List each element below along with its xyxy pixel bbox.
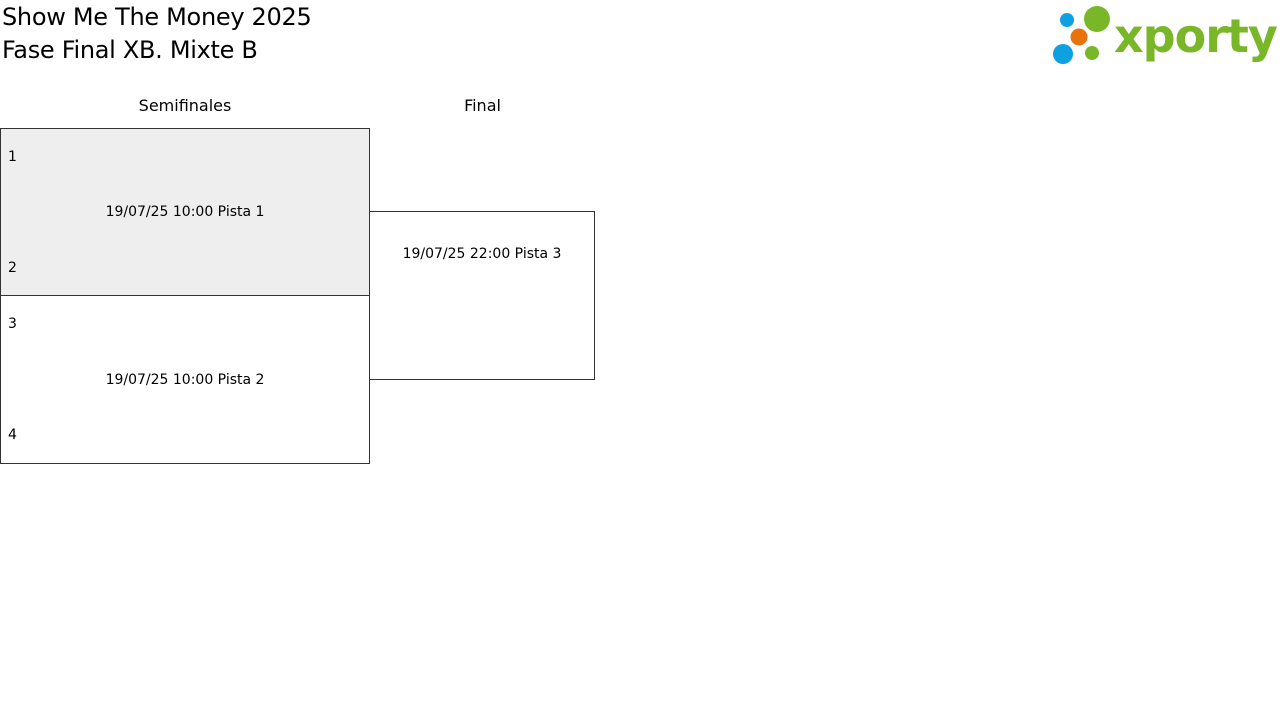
seed-bottom: 4 [8, 427, 17, 443]
logo-dot-green-large [1084, 6, 1110, 32]
match-semifinal-2[interactable]: 3 19/07/25 10:00 Pista 2 4 [0, 295, 370, 464]
xporty-logo: xporty [1050, 2, 1279, 68]
logo-graphic: xporty [1053, 6, 1279, 64]
round-header-final: Final [464, 96, 501, 115]
seed-bottom: 2 [8, 260, 17, 276]
match-schedule: 19/07/25 10:00 Pista 1 [105, 204, 265, 220]
logo-dot-green-small [1085, 46, 1099, 60]
phase-title: Fase Final XB. Mixte B [2, 36, 258, 64]
seed-top: 3 [8, 316, 17, 332]
match-schedule: 19/07/25 10:00 Pista 2 [105, 372, 265, 388]
logo-wordmark: xporty [1114, 9, 1278, 63]
logo-dot-orange [1070, 28, 1088, 46]
match-final[interactable]: 19/07/25 22:00 Pista 3 [369, 211, 595, 380]
tournament-title: Show Me The Money 2025 [2, 3, 312, 31]
seed-top: 1 [8, 149, 17, 165]
logo-dot-blue-small [1060, 13, 1074, 27]
logo-dot-blue-large [1053, 44, 1073, 64]
round-header-semifinales: Semifinales [138, 96, 232, 115]
match-semifinal-1[interactable]: 1 19/07/25 10:00 Pista 1 2 [0, 128, 370, 296]
match-schedule: 19/07/25 22:00 Pista 3 [402, 246, 562, 262]
